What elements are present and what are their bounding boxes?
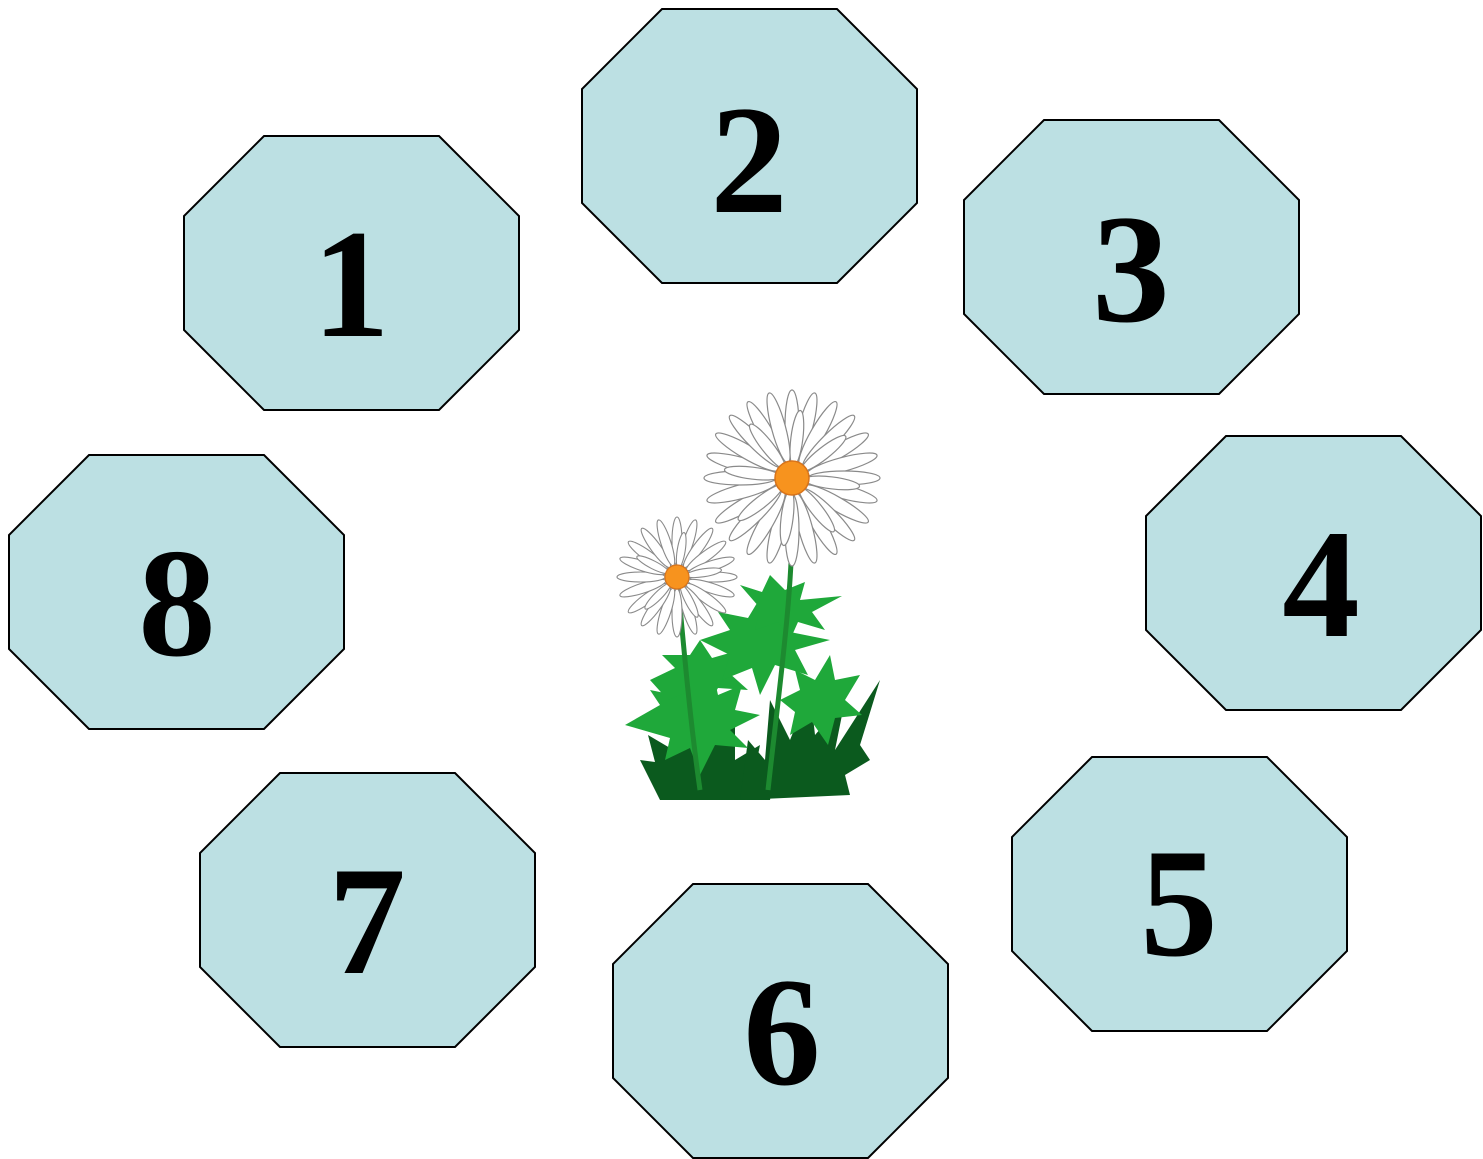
tile-label: 8 bbox=[138, 517, 216, 689]
tile-7[interactable]: 7 bbox=[200, 773, 535, 1047]
tile-label: 3 bbox=[1092, 183, 1170, 355]
tile-label: 2 bbox=[710, 74, 788, 246]
tile-label: 7 bbox=[328, 835, 406, 1007]
big-daisy bbox=[704, 390, 880, 566]
tile-label: 4 bbox=[1282, 498, 1360, 670]
tile-label: 5 bbox=[1140, 817, 1218, 989]
tile-3[interactable]: 3 bbox=[964, 120, 1299, 394]
tile-5[interactable]: 5 bbox=[1012, 757, 1347, 1031]
small-daisy-center bbox=[665, 565, 689, 589]
tile-8[interactable]: 8 bbox=[9, 455, 344, 729]
tile-4[interactable]: 4 bbox=[1146, 436, 1481, 710]
daisy-flowers-icon bbox=[617, 390, 880, 800]
big-daisy-center bbox=[775, 461, 809, 495]
tile-1[interactable]: 1 bbox=[184, 136, 519, 410]
tile-label: 1 bbox=[312, 198, 390, 370]
tile-2[interactable]: 2 bbox=[582, 9, 917, 283]
tile-label: 6 bbox=[743, 946, 821, 1118]
small-daisy bbox=[617, 517, 737, 637]
tile-6[interactable]: 6 bbox=[613, 884, 948, 1158]
